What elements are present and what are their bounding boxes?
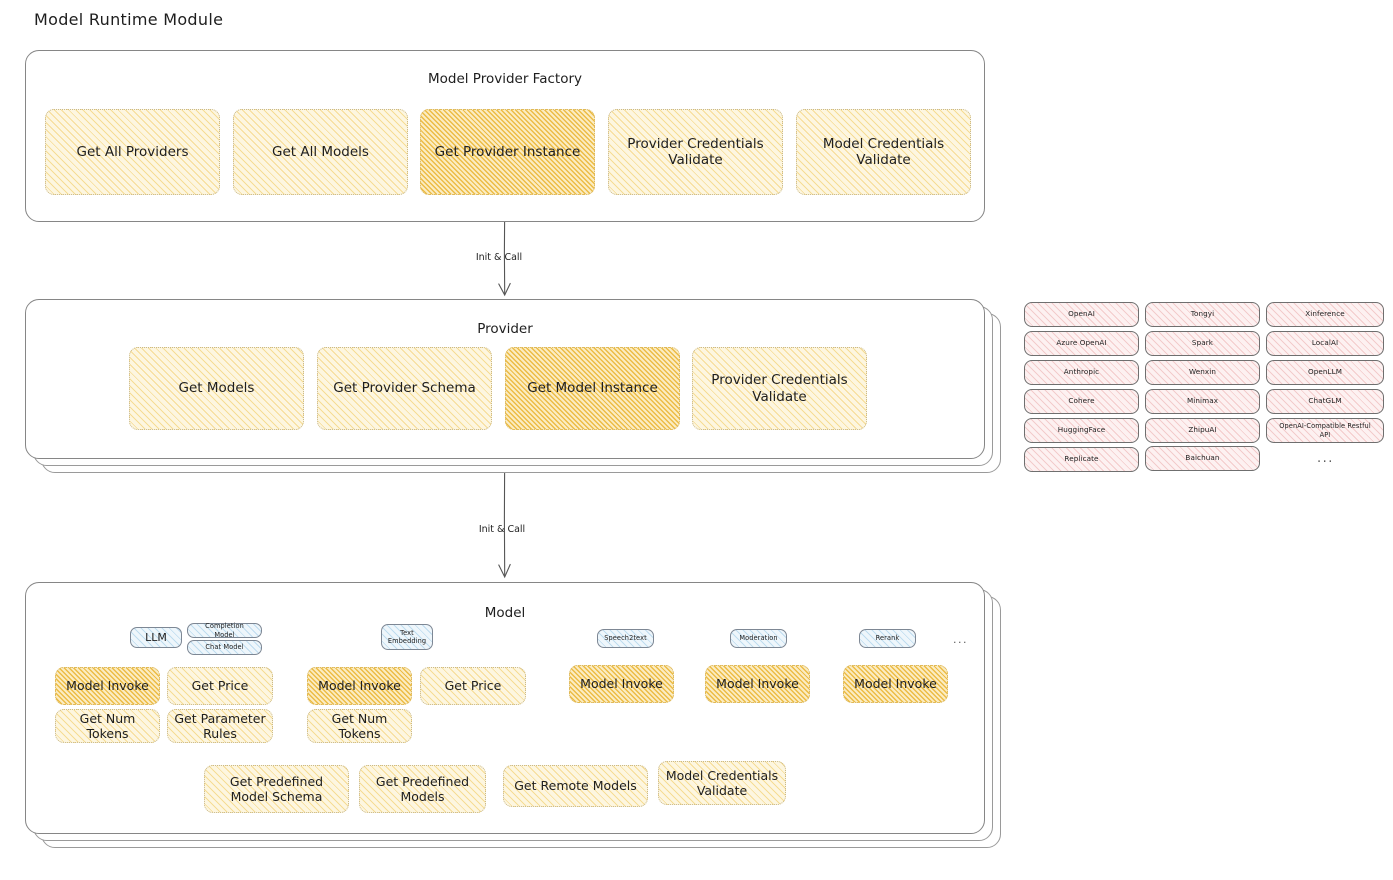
provider-chip-zhipuai[interactable]: ZhipuAI: [1145, 418, 1260, 443]
node-provider-credentials-validate[interactable]: Provider Credentials Validate: [608, 109, 783, 195]
node-get-model-instance[interactable]: Get Model Instance: [505, 347, 680, 430]
node-get-all-models[interactable]: Get All Models: [233, 109, 408, 195]
tag-llm[interactable]: LLM: [130, 627, 182, 648]
arrow-label-init-call-2: Init & Call: [478, 524, 526, 535]
provider-chip-localai[interactable]: LocalAI: [1266, 331, 1384, 356]
provider-chip-spark[interactable]: Spark: [1145, 331, 1260, 356]
model-groups-more-ellipsis: ...: [953, 633, 968, 646]
node-model-credentials-validate[interactable]: Model Credentials Validate: [796, 109, 971, 195]
provider-list: OpenAI Azure OpenAI Anthropic Cohere Hug…: [1024, 299, 1384, 479]
node-embedding-get-num-tokens[interactable]: Get Num Tokens: [307, 709, 412, 743]
node-moderation-model-invoke[interactable]: Model Invoke: [705, 665, 810, 703]
node-llm-get-parameter-rules[interactable]: Get Parameter Rules: [167, 709, 273, 743]
provider-chip-tongyi[interactable]: Tongyi: [1145, 302, 1260, 327]
node-provider-credentials-validate-2[interactable]: Provider Credentials Validate: [692, 347, 867, 430]
tag-moderation[interactable]: Moderation: [730, 629, 787, 648]
tag-completion-model[interactable]: Completion Model: [187, 622, 262, 639]
arrow-factory-to-provider: [498, 222, 511, 297]
model-provider-factory-card: Model Provider Factory Get All Providers…: [25, 50, 985, 222]
provider-chip-xinference[interactable]: Xinference: [1266, 302, 1384, 327]
node-get-predefined-models[interactable]: Get Predefined Models: [359, 765, 486, 813]
provider-title: Provider: [477, 321, 533, 337]
node-get-all-providers[interactable]: Get All Providers: [45, 109, 220, 195]
provider-chip-huggingface[interactable]: HuggingFace: [1024, 418, 1139, 443]
provider-chip-cohere[interactable]: Cohere: [1024, 389, 1139, 414]
node-get-models[interactable]: Get Models: [129, 347, 304, 430]
node-get-provider-schema[interactable]: Get Provider Schema: [317, 347, 492, 430]
tag-text-embedding[interactable]: Text Embedding: [381, 624, 433, 650]
node-get-remote-models[interactable]: Get Remote Models: [503, 765, 648, 807]
model-title: Model: [484, 605, 526, 621]
provider-list-more-ellipsis: ...: [1317, 451, 1334, 466]
arrow-provider-to-model: [498, 473, 511, 579]
node-model-credentials-validate-3[interactable]: Model Credentials Validate: [658, 761, 786, 805]
model-provider-factory-title: Model Provider Factory: [427, 71, 582, 87]
provider-chip-azure-openai[interactable]: Azure OpenAI: [1024, 331, 1139, 356]
provider-chip-openllm[interactable]: OpenLLM: [1266, 360, 1384, 385]
node-llm-get-num-tokens[interactable]: Get Num Tokens: [55, 709, 160, 743]
node-get-predefined-model-schema[interactable]: Get Predefined Model Schema: [204, 765, 349, 813]
provider-chip-anthropic[interactable]: Anthropic: [1024, 360, 1139, 385]
node-llm-get-price[interactable]: Get Price: [167, 667, 273, 705]
node-embedding-model-invoke[interactable]: Model Invoke: [307, 667, 412, 705]
provider-chip-wenxin[interactable]: Wenxin: [1145, 360, 1260, 385]
tag-rerank[interactable]: Rerank: [859, 629, 916, 648]
model-card: Model LLM Completion Model Chat Model Mo…: [25, 582, 985, 834]
provider-chip-chatglm[interactable]: ChatGLM: [1266, 389, 1384, 414]
tag-chat-model[interactable]: Chat Model: [187, 640, 262, 655]
node-llm-model-invoke[interactable]: Model Invoke: [55, 667, 160, 705]
node-rerank-model-invoke[interactable]: Model Invoke: [843, 665, 948, 703]
tag-speech2text[interactable]: Speech2text: [597, 629, 654, 648]
provider-chip-baichuan[interactable]: Baichuan: [1145, 446, 1260, 471]
provider-card: Provider Get Models Get Provider Schema …: [25, 299, 985, 459]
provider-chip-openai[interactable]: OpenAI: [1024, 302, 1139, 327]
arrow-label-init-call-1: Init & Call: [475, 252, 523, 263]
page-title: Model Runtime Module: [34, 10, 224, 29]
provider-chip-minimax[interactable]: Minimax: [1145, 389, 1260, 414]
node-get-provider-instance[interactable]: Get Provider Instance: [420, 109, 595, 195]
provider-chip-replicate[interactable]: Replicate: [1024, 447, 1139, 472]
provider-chip-openai-compatible-restful-api[interactable]: OpenAI-Compatible Restful API: [1266, 418, 1384, 443]
node-embedding-get-price[interactable]: Get Price: [420, 667, 526, 705]
node-speech2text-model-invoke[interactable]: Model Invoke: [569, 665, 674, 703]
